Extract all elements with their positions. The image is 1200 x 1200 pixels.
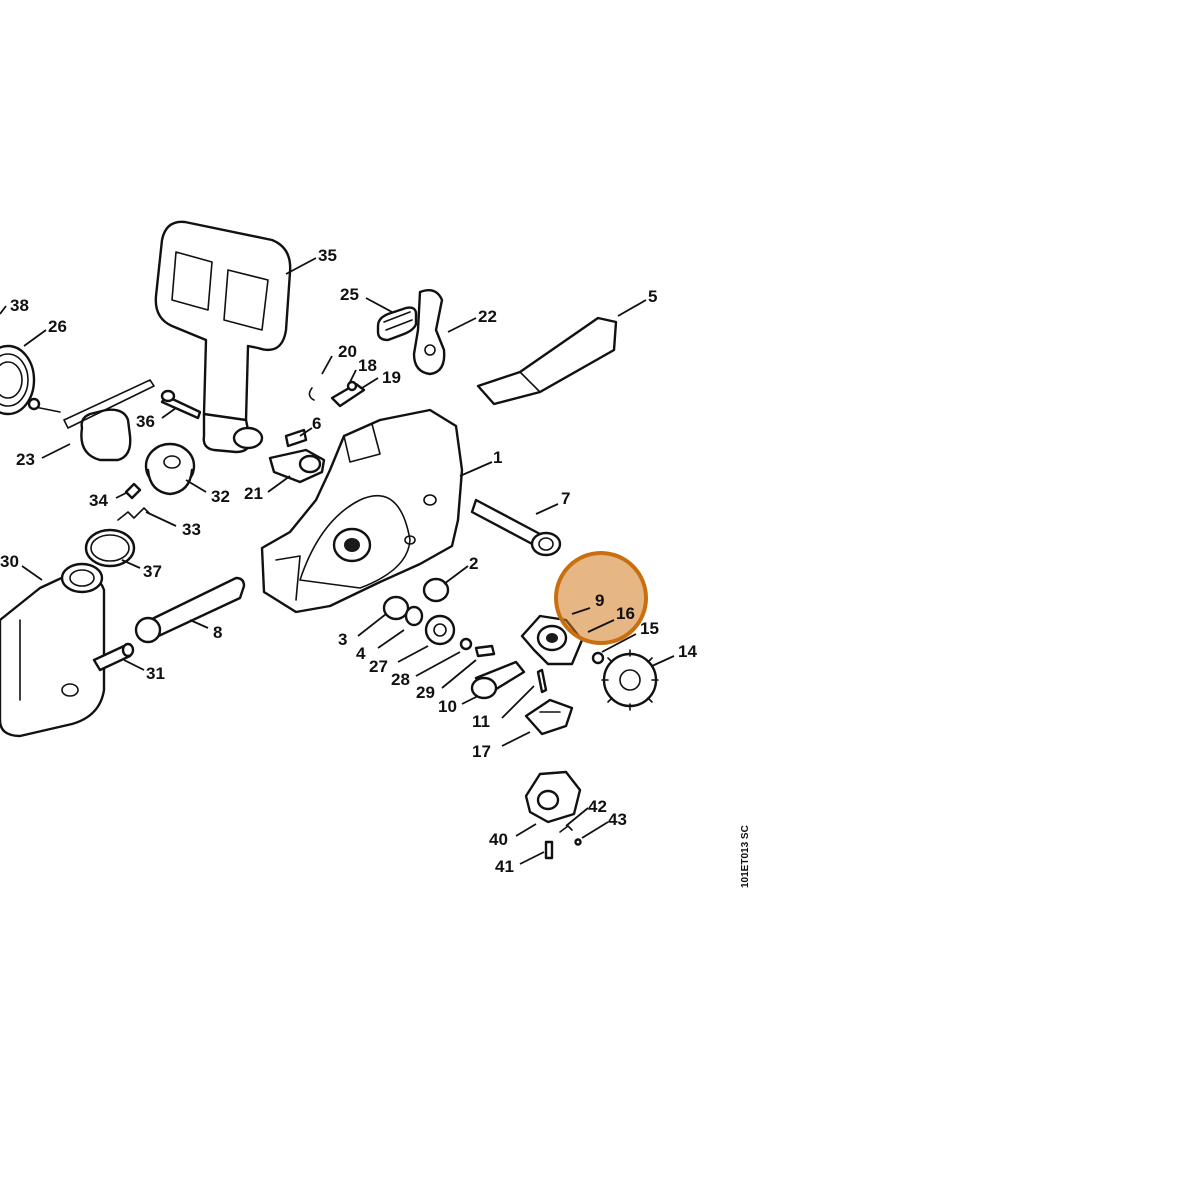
callout-9: 9 (595, 591, 604, 610)
part-42-spring (559, 825, 573, 833)
callout-8: 8 (213, 623, 222, 642)
part-34-pin (124, 482, 142, 500)
part-41-pin (544, 840, 554, 860)
figure-reference-code: 101ET013 SC (740, 825, 751, 888)
part-3-bearing (382, 595, 410, 621)
highlight-circle (554, 551, 648, 645)
part-27-gear (424, 614, 456, 646)
callout-23: 23 (16, 450, 35, 469)
part-8-hose (134, 576, 246, 644)
leader-lines (0, 257, 675, 865)
callout-22: 22 (478, 307, 497, 326)
callout-5: 5 (648, 287, 657, 306)
callout-2: 2 (469, 554, 478, 573)
part-10-worm (470, 660, 526, 700)
part-22-trigger (412, 289, 446, 376)
callout-11: 11 (472, 712, 490, 731)
part-14-gear (601, 649, 659, 711)
part-7-screw (470, 498, 562, 557)
part-19-spring (346, 380, 358, 392)
part-29-screw (474, 644, 496, 658)
part-33-spring (117, 507, 151, 521)
callout-40: 40 (489, 830, 508, 849)
part-28-washer (459, 637, 473, 651)
part-30-tank (0, 562, 106, 738)
callout-21: 21 (244, 484, 263, 503)
part-4-ring (404, 605, 424, 627)
part-2-bushing (422, 577, 450, 603)
part-40-housing (524, 770, 582, 824)
callout-19: 19 (382, 368, 401, 387)
part-6-pin (284, 428, 308, 448)
part-35-rear-handle (154, 220, 292, 454)
callout-35: 35 (318, 246, 337, 265)
callout-43: 43 (608, 810, 627, 829)
part-23-strap (27, 379, 155, 462)
callout-18: 18 (358, 356, 377, 375)
callout-33: 33 (182, 520, 201, 539)
part-37-o-ring (84, 528, 136, 568)
callout-29: 29 (416, 683, 435, 702)
part-25-spring (376, 306, 418, 342)
callout-36: 36 (136, 412, 155, 431)
callout-1: 1 (493, 448, 502, 467)
part-5-plate (476, 316, 618, 406)
callout-30: 30 (0, 552, 19, 571)
part-11-pin (536, 668, 548, 694)
callout-20: 20 (338, 342, 357, 361)
callout-28: 28 (391, 670, 410, 689)
callout-10: 10 (438, 697, 457, 716)
part-43-ball (574, 838, 582, 846)
callout-3: 3 (338, 630, 347, 649)
callout-6: 6 (312, 414, 321, 433)
callout-42: 42 (588, 797, 607, 816)
callout-26: 26 (48, 317, 67, 336)
part-32-cap (144, 442, 196, 496)
callout-17: 17 (472, 742, 491, 761)
part-21-lever-shaft (268, 448, 326, 484)
part-36-screw (160, 389, 202, 420)
callout-7: 7 (561, 489, 570, 508)
callout-27: 27 (369, 657, 388, 676)
callout-41: 41 (495, 857, 514, 876)
part-26-drum (0, 344, 36, 416)
part-31-fitting (92, 642, 135, 672)
callout-14: 14 (678, 642, 697, 661)
callout-15: 15 (640, 619, 659, 638)
callout-16: 16 (616, 604, 635, 623)
callout-37: 37 (143, 562, 162, 581)
callout-4: 4 (356, 644, 366, 663)
callout-38: 38 (10, 296, 29, 315)
callout-34: 34 (89, 491, 108, 510)
part-15-washer (591, 651, 605, 665)
part-1-crankcase (260, 408, 464, 614)
callout-25: 25 (340, 285, 359, 304)
part-20-clip (308, 387, 315, 401)
callout-32: 32 (211, 487, 230, 506)
callout-labels: 35 38 26 25 22 5 20 18 19 36 6 23 1 21 3… (0, 246, 697, 876)
callout-31: 31 (146, 664, 165, 683)
part-17-cover (524, 698, 574, 736)
